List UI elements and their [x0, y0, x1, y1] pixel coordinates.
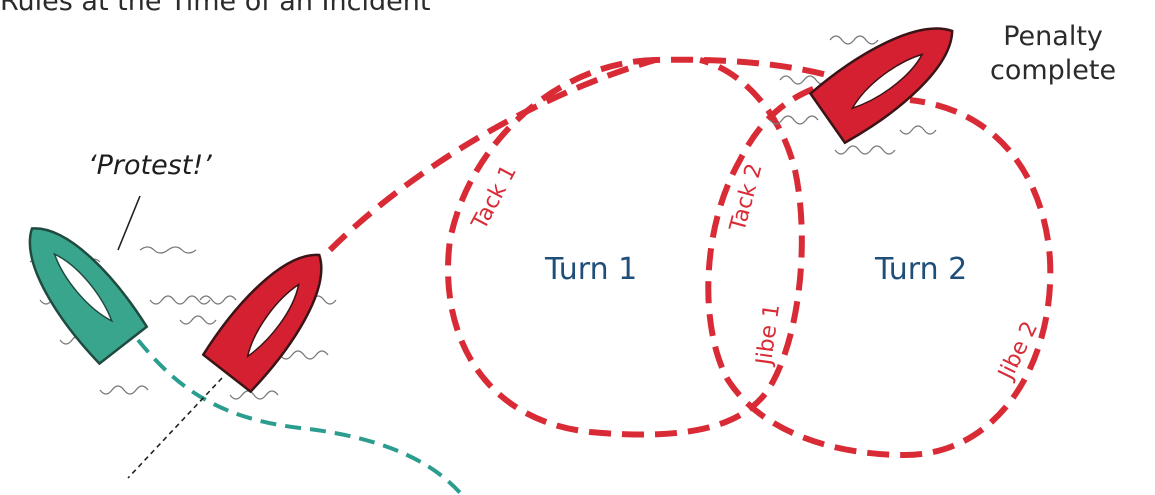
protest-pointer-line [117, 195, 141, 251]
turn-2-label: Turn 2 [875, 252, 968, 287]
green-boat-track [136, 338, 464, 495]
penalty-label-line2: complete [990, 55, 1117, 86]
diagram-caption: Rules at the Time of an Incident [0, 0, 431, 17]
penalty-path-turn-1 [445, 57, 805, 438]
penalty-path-turn-2 [705, 77, 1054, 459]
red-boat-finish-wake [769, 35, 937, 155]
black-dashed-line [127, 377, 223, 479]
red-boat-incident [201, 253, 323, 394]
penalty-complete-label: Penalty complete [990, 20, 1116, 88]
turn-1-label: Turn 1 [545, 252, 638, 287]
red-boat-penalty-complete [808, 27, 954, 145]
protest-label: ‘Protest!’ [88, 150, 212, 181]
penalty-path-approach [327, 56, 846, 253]
green-boat [28, 227, 149, 366]
penalty-label-line1: Penalty [1003, 21, 1103, 52]
